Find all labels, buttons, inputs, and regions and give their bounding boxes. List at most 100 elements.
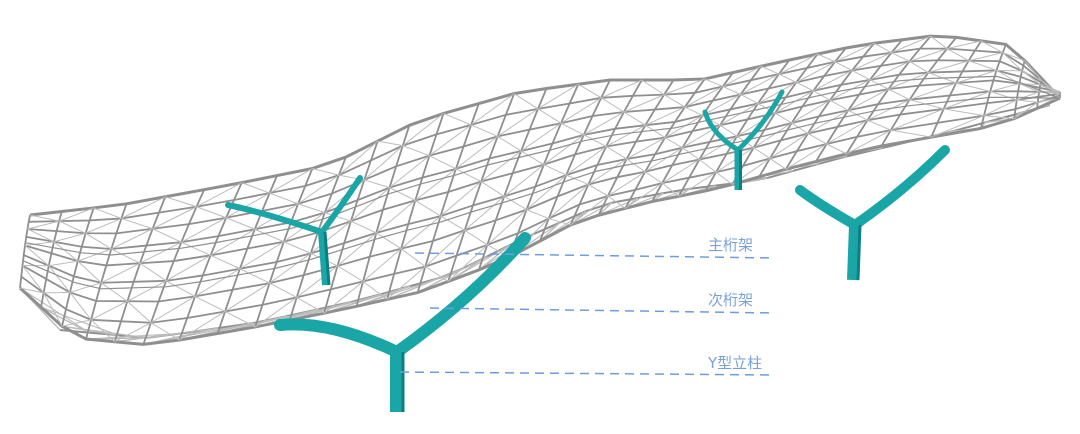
brace-member xyxy=(152,206,197,230)
brace-member xyxy=(888,88,910,101)
brace-member xyxy=(834,42,875,63)
bottom-chord-segment xyxy=(689,184,716,190)
brace-member xyxy=(400,248,426,268)
brace-member xyxy=(983,115,1015,120)
brace-member xyxy=(661,159,700,184)
secondary-truss-label: 次桁架 xyxy=(708,291,753,309)
main-truss-chord xyxy=(24,79,1061,267)
brace-member xyxy=(429,155,457,170)
brace-member xyxy=(194,268,241,297)
brace-member xyxy=(503,195,527,211)
brace-member xyxy=(769,133,809,159)
brace-member xyxy=(980,40,1003,54)
brace-member xyxy=(440,215,465,231)
y-column-arm xyxy=(225,202,325,235)
brace-member xyxy=(946,40,982,50)
brace-member xyxy=(447,244,488,282)
brace-member xyxy=(43,292,63,327)
brace-member xyxy=(440,181,482,217)
brace-member xyxy=(605,124,646,147)
brace-member xyxy=(464,195,505,231)
brace-member xyxy=(774,90,814,114)
brace-member xyxy=(684,106,703,116)
brace-member xyxy=(324,212,352,222)
brace-member xyxy=(791,99,831,124)
brace-member xyxy=(241,182,270,194)
brace-member xyxy=(928,60,969,74)
brace-member xyxy=(588,184,609,197)
brace-member xyxy=(867,99,910,121)
brace-member xyxy=(429,124,472,157)
brace-member xyxy=(605,146,627,160)
brace-member xyxy=(165,196,197,208)
brace-member xyxy=(85,217,122,234)
brace-member xyxy=(376,200,416,234)
brace-member xyxy=(909,48,948,62)
brace-member xyxy=(623,94,665,113)
roof-truss-structure xyxy=(18,34,1062,346)
brace-member xyxy=(139,241,182,264)
brace-member xyxy=(254,228,285,243)
brace-member xyxy=(757,81,797,104)
y-column-label: Y型立柱 xyxy=(707,354,762,372)
brace-member xyxy=(402,113,444,147)
brace-member xyxy=(909,82,957,101)
brace-member xyxy=(626,137,666,160)
brace-member xyxy=(566,174,589,185)
brace-member xyxy=(996,69,1023,72)
brace-member xyxy=(377,140,403,147)
y-column-arm xyxy=(702,109,741,153)
brace-member xyxy=(283,241,311,254)
brace-member xyxy=(678,171,717,197)
brace-member xyxy=(909,60,929,73)
brace-member xyxy=(740,94,759,104)
brace-member xyxy=(53,232,86,243)
brace-member xyxy=(548,218,571,226)
brace-member xyxy=(337,265,364,282)
brace-member xyxy=(570,195,609,226)
brace-member xyxy=(152,228,182,243)
brace-member xyxy=(719,103,759,126)
brace-member xyxy=(296,265,338,298)
brace-member xyxy=(607,195,626,209)
brace-member xyxy=(69,282,102,293)
brace-member xyxy=(848,88,889,111)
brace-member xyxy=(565,146,607,176)
brace-member xyxy=(760,65,780,75)
brace-member xyxy=(1040,84,1061,93)
bottom-chord-segment xyxy=(559,210,587,224)
brace-member xyxy=(664,137,683,149)
brace-member xyxy=(537,83,579,110)
main-truss-chord xyxy=(18,96,1061,346)
brace-member xyxy=(699,159,717,173)
brace-member xyxy=(930,35,948,50)
brace-member xyxy=(480,150,522,182)
secondary-truss-member xyxy=(216,175,278,334)
brace-member xyxy=(778,73,797,83)
truss-web-member xyxy=(85,332,183,340)
brace-member xyxy=(848,109,868,121)
brace-member xyxy=(890,129,932,138)
brace-member xyxy=(69,292,92,321)
brace-member xyxy=(85,232,112,250)
brace-member xyxy=(930,115,985,138)
brace-member xyxy=(27,220,60,230)
brace-member xyxy=(560,97,602,124)
brace-member xyxy=(956,82,991,92)
brace-member xyxy=(400,215,441,250)
brace-member xyxy=(583,111,625,136)
brace-member xyxy=(722,85,741,95)
brace-member xyxy=(826,143,847,155)
brace-member xyxy=(807,133,827,145)
brace-member xyxy=(774,112,792,124)
brace-member xyxy=(1021,70,1041,86)
brace-member xyxy=(77,248,112,262)
callout-secondary-truss: 次桁架 xyxy=(429,291,776,314)
brace-member xyxy=(526,209,549,220)
y-column-shade xyxy=(856,224,862,281)
brace-member xyxy=(480,181,505,197)
brace-member xyxy=(100,282,128,302)
brace-member xyxy=(27,228,55,243)
callout-main-truss: 主桁架 xyxy=(414,236,776,259)
